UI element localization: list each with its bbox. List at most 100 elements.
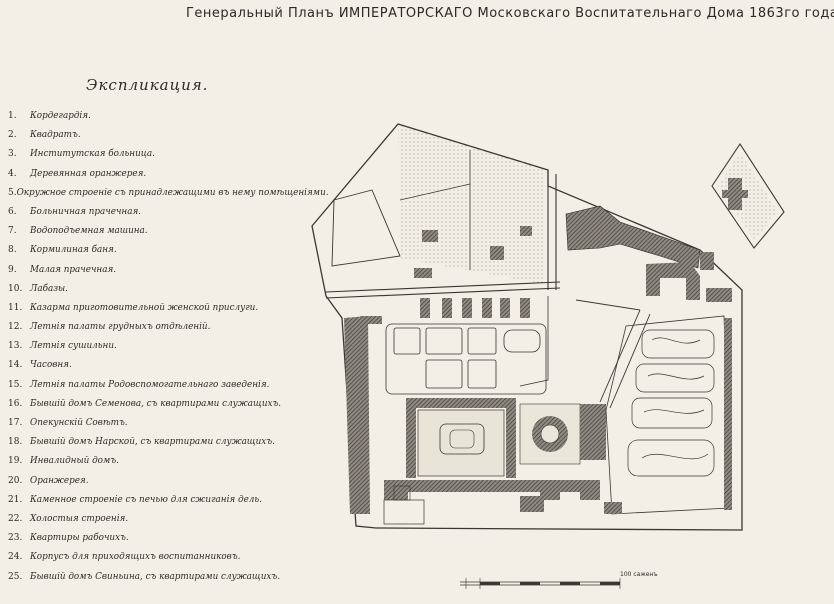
legend-item: 1.Кордегардія. — [8, 107, 308, 126]
legend-item: 11. Казарма приготовительной женской прис… — [8, 299, 308, 318]
legend-text: Инвалидный домъ. — [30, 456, 119, 467]
south-building — [520, 496, 544, 512]
legend-number: 11. — [8, 302, 23, 313]
courtyard — [417, 409, 505, 477]
legend-item: 6.Больничная прачечная. — [8, 203, 308, 222]
street-line — [325, 287, 561, 299]
legend-number: 12. — [8, 322, 23, 333]
legend-number: 25. — [8, 571, 23, 582]
south-building — [604, 502, 622, 514]
legend-number: 19. — [8, 456, 23, 467]
legend-text: Летнія палаты грудныхъ отдѣленій. — [30, 322, 211, 333]
legend-text: Кормилиная баня. — [30, 245, 117, 256]
nw-parcel — [398, 124, 544, 284]
ne-parcel — [711, 142, 785, 249]
legend-item: 19. Инвалидный домъ. — [8, 452, 308, 471]
legend-number: 1. — [8, 111, 17, 121]
legend-number: 4. — [8, 168, 17, 179]
explication-heading: Экспликация. — [86, 76, 209, 94]
legend-number: 9. — [8, 264, 17, 275]
legend-item: 2. Квадратъ. — [8, 126, 308, 145]
legend-text: Квадратъ. — [30, 130, 81, 141]
legend-text: Летнія сушильни. — [30, 341, 117, 352]
legend-text: Институтская больница. — [30, 149, 155, 160]
legend-item: 24. Корпусъ для приходящихъ воспитанников… — [8, 548, 308, 567]
legend-text: Бывшій домъ Нарской, съ квартирами служа… — [30, 437, 275, 448]
nw-parcel — [331, 189, 401, 267]
legend-item: 5.Окружное строеніе съ принадлежащими въ… — [8, 184, 329, 203]
main-building — [406, 398, 516, 478]
legend-number: 15. — [8, 379, 23, 390]
legend-list: 1.Кордегардія. 2. Квадратъ. 3. Институтска… — [8, 107, 329, 587]
legend-item: 20.Оранжерея. — [8, 472, 308, 491]
street-line — [325, 281, 561, 293]
legend-text: Корпусъ для приходящихъ воспитанниковъ. — [30, 552, 241, 563]
legend-text: Холостыя строенія. — [30, 513, 129, 524]
east-building — [706, 288, 732, 302]
legend-number: 17. — [8, 418, 23, 428]
nw-building — [520, 226, 532, 236]
legend-text: Водоподъемная машина. — [30, 226, 148, 237]
west-wing — [344, 316, 370, 514]
legend-text: Казарма приготовительной женской прислуг… — [30, 302, 259, 313]
nw-building — [414, 268, 432, 278]
courtyard-bed — [449, 429, 475, 449]
legend-number: 22. — [8, 513, 23, 524]
legend-text: Бывшій домъ Семенова, съ квартирами служ… — [30, 398, 282, 409]
summer-ward — [420, 298, 430, 318]
road-line — [575, 299, 641, 311]
road-line — [609, 313, 651, 409]
road-line — [599, 309, 641, 403]
scale-bar — [460, 578, 621, 589]
legend-item: 7.Водоподъемная машина. — [8, 222, 308, 241]
summer-ward — [482, 298, 492, 318]
legend-item: 16.Бывшій домъ Семенова, съ квартирами с… — [8, 395, 308, 414]
legend-item: 18. Бывшій домъ Нарской, съ квартирами сл… — [8, 433, 308, 452]
legend-number: 24. — [8, 552, 23, 563]
legend-item: 25. Бывшій домъ Свиньина, съ квартирами с… — [8, 568, 308, 587]
legend-item: 10.Лабазы. — [8, 280, 308, 299]
legend-text: Бывшій домъ Свиньина, съ квартирами служ… — [30, 571, 281, 582]
summer-ward — [442, 298, 452, 318]
legend-text: Лабазы. — [30, 283, 68, 294]
legend-item: 17.Опекунскій Совѣтъ. — [8, 414, 308, 433]
site-plan-map — [311, 123, 785, 531]
courtyard-building — [646, 262, 700, 300]
legend-item: 22. Холостыя строенія. — [8, 510, 308, 529]
summer-ward — [520, 298, 530, 318]
legend-number: 6. — [8, 206, 17, 217]
legend-item: 15. Летнія палаты Родовспомогательнаго за… — [8, 376, 308, 395]
legend-text: Деревянная оранжерея. — [30, 168, 147, 179]
legend-item: 14.Часовня. — [8, 356, 308, 375]
legend-item: 12. Летнія палаты грудныхъ отдѣленій. — [8, 318, 308, 337]
summer-ward — [500, 298, 510, 318]
main-facade — [384, 480, 600, 500]
se-garden-beds — [627, 329, 715, 477]
legend-item: 13.Летнія сушильни. — [8, 337, 308, 356]
legend-item: 8.Кормилиная баня. — [8, 241, 308, 260]
legend-text: Окружное строеніе съ принадлежащими въ н… — [16, 187, 329, 198]
legend-text: Малая прачечная. — [30, 264, 117, 275]
legend-text: Летнія палаты Родовспомогательнаго завед… — [30, 379, 270, 390]
summer-ward — [462, 298, 472, 318]
legend-number: 5. — [8, 187, 17, 198]
nw-building — [422, 230, 438, 242]
se-garden — [605, 315, 731, 515]
sw-garden-bed — [393, 485, 411, 501]
legend-number: 2. — [8, 130, 17, 141]
parcel-line — [399, 183, 471, 201]
garden-beds — [385, 296, 549, 395]
legend-item: 21.Каменное строеніе съ печью для сжиган… — [8, 491, 308, 510]
legend-text: Часовня. — [30, 360, 72, 371]
institute-hospital — [565, 205, 701, 269]
legend-number: 18. — [8, 437, 23, 448]
legend-item: 23.Квартиры рабочихъ. — [8, 529, 308, 548]
legend-item: 9. Малая прачечная. — [8, 261, 308, 280]
east-building — [700, 252, 714, 270]
legend-number: 3. — [8, 149, 17, 160]
sw-garden — [383, 499, 425, 525]
chapel-rotunda-inner — [540, 424, 560, 444]
courtyard-bed — [439, 423, 485, 455]
legend-item: 4. Деревянная оранжерея. — [8, 165, 308, 184]
nw-building — [490, 246, 504, 260]
